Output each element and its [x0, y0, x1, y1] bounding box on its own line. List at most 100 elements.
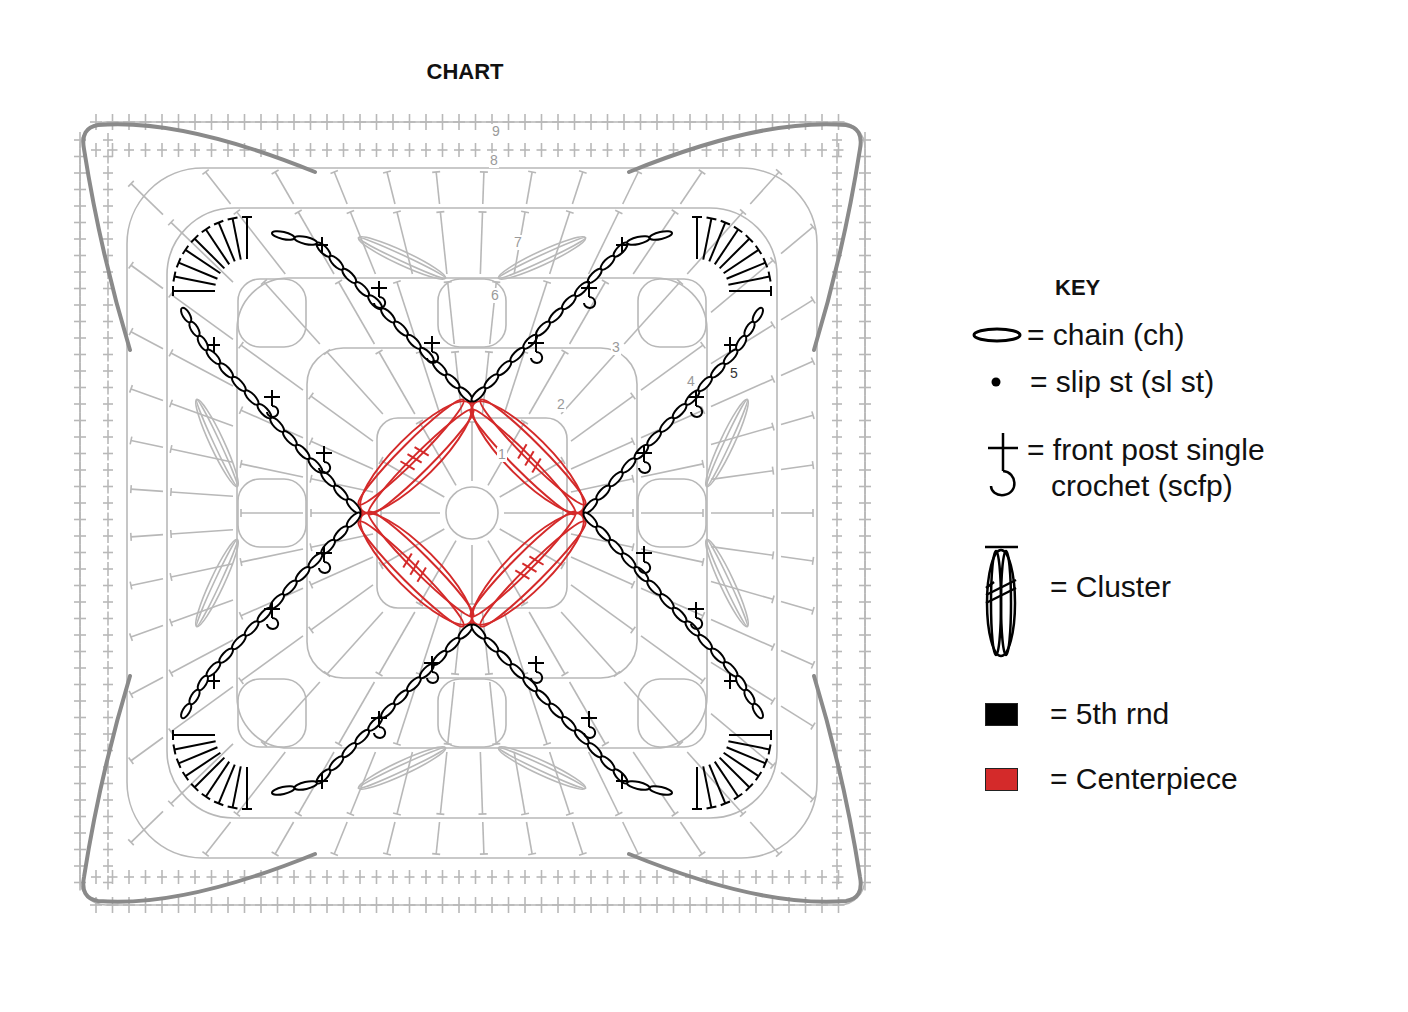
stitch-spoke [781, 465, 813, 469]
stitch-cap [811, 723, 815, 730]
sc-symbol [864, 198, 866, 214]
sc-symbol [107, 810, 109, 824]
stitch-spoke [131, 579, 163, 586]
sc-symbol [227, 870, 229, 884]
sc-symbol [277, 897, 279, 913]
chain-leaf [194, 398, 240, 488]
sc-symbol [864, 561, 866, 577]
sc-symbol [79, 248, 81, 264]
chain-leaf [497, 235, 587, 281]
fan-stitch [727, 263, 766, 279]
sc-symbol [864, 462, 866, 478]
cluster-hash [408, 561, 422, 575]
stitch-cap [168, 801, 174, 807]
fan-cap [756, 772, 762, 780]
stitch-cap [812, 557, 813, 565]
cluster-hash [986, 582, 994, 588]
chain-leaf [704, 398, 750, 488]
sc-symbol [864, 132, 866, 148]
sc-symbol [706, 897, 708, 913]
sc-symbol [178, 114, 180, 130]
stitch-spoke [504, 512, 563, 514]
sc-symbol [621, 237, 623, 253]
stitch-cap [261, 741, 267, 746]
sc-symbol [442, 114, 444, 130]
stitch-spoke [171, 687, 233, 732]
stitch-cap [383, 853, 391, 855]
fan-stitch [724, 753, 759, 776]
sc-symbol [107, 298, 109, 312]
sc-symbol [79, 627, 81, 643]
stitch-spoke [623, 822, 639, 854]
stitch-spoke [781, 602, 813, 611]
sc-symbol [864, 347, 866, 363]
stitch-spoke [641, 512, 703, 514]
stitch-spoke [529, 612, 565, 674]
stitch-cap [240, 558, 242, 566]
sc-symbol [475, 897, 477, 913]
sc-symbol [112, 114, 114, 130]
scfp-hook [991, 471, 1014, 495]
sc-symbol [722, 114, 724, 130]
round-number: 2 [556, 397, 566, 412]
sc-symbol [293, 143, 295, 157]
chain-stitch [626, 235, 650, 247]
fan-stitch [233, 218, 241, 259]
stitch-spoke [379, 612, 415, 674]
fan-cap [183, 772, 189, 780]
cluster-hash [529, 553, 543, 567]
stitch-cap [772, 595, 774, 603]
stitch-cap [772, 509, 774, 517]
sc-symbol [107, 183, 109, 197]
sc-symbol [107, 463, 109, 477]
sc-symbol [557, 143, 559, 157]
scfp-stitch [584, 727, 595, 738]
stitch-spoke [206, 172, 231, 204]
stitch-spoke [131, 184, 163, 215]
cluster-outer [347, 388, 484, 525]
stitch-cap [677, 741, 683, 746]
sc-symbol [574, 143, 576, 157]
stitch-cap [699, 170, 706, 174]
scfp-stitch [636, 452, 652, 454]
corner-curve [629, 676, 861, 902]
sc-symbol [107, 430, 109, 444]
stitch-cap [485, 673, 493, 675]
stitch-cap [811, 358, 814, 365]
chain-leaf [700, 397, 753, 490]
sc-symbol [107, 579, 109, 593]
sc-symbol [79, 149, 81, 165]
sc-symbol [107, 826, 109, 840]
sc-symbol [864, 281, 866, 297]
stitch-cap [561, 350, 568, 354]
scfp-stitch [427, 672, 438, 683]
corner-curve [83, 124, 315, 350]
scfp-stitch [264, 608, 280, 610]
sc-symbol [821, 143, 823, 157]
sc-symbol [864, 627, 866, 643]
chain-stitch [470, 385, 488, 403]
stitch-spoke [680, 822, 702, 854]
sc-symbol [425, 870, 427, 884]
fan-stitch [246, 767, 248, 809]
stitch-cap [632, 509, 634, 517]
sc-symbol [359, 143, 361, 157]
stitch-cap [528, 853, 536, 854]
sc-symbol [79, 297, 81, 313]
stitch-cap [776, 169, 782, 174]
sc-symbol [194, 870, 196, 884]
cluster-outer [459, 388, 596, 525]
stitch-cap [677, 279, 683, 284]
stitch-cap [310, 509, 312, 517]
stitch-spoke [311, 396, 373, 441]
stitch-cap [309, 581, 312, 588]
cluster-inner [1001, 551, 1011, 655]
sc-symbol [79, 347, 81, 363]
fan-stitch [179, 263, 218, 279]
sc-symbol [178, 870, 180, 884]
chain-stitch [294, 780, 318, 792]
chain-leaf [190, 397, 243, 490]
fan-cap [191, 235, 198, 242]
sc-symbol [326, 114, 328, 130]
sc-symbol [277, 143, 279, 157]
